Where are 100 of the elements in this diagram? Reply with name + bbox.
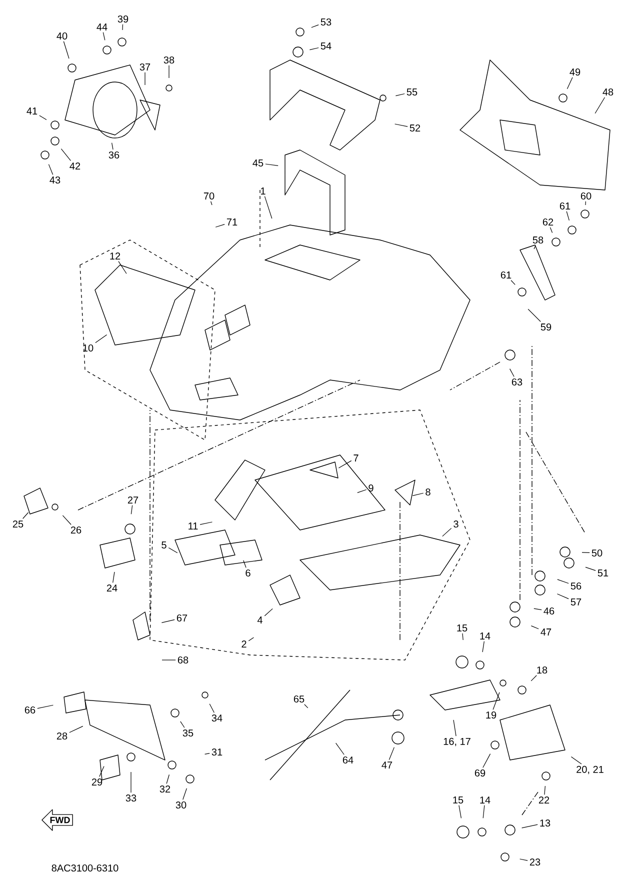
callout-number: 7	[354, 454, 358, 462]
callout-number: 49	[570, 68, 580, 76]
leader-line	[264, 196, 272, 219]
callout-number: 58	[532, 236, 544, 244]
callout-number: 61	[560, 202, 570, 210]
callout-number: 12	[110, 252, 120, 260]
callout-number: 62	[542, 218, 554, 226]
leader-line	[309, 47, 319, 50]
leader-line	[566, 211, 570, 221]
callout-number: 64	[342, 756, 354, 764]
leader-line	[180, 721, 185, 728]
leader-line	[215, 224, 225, 228]
callout-number: 56	[570, 582, 582, 590]
leader-line	[130, 772, 132, 793]
leader-line	[357, 489, 367, 493]
callout-number: 41	[26, 108, 38, 114]
callout-number: 44	[96, 24, 108, 30]
callout-number: 13	[540, 819, 550, 827]
leader-line	[522, 824, 538, 828]
callout-number: 26	[70, 526, 82, 534]
callout-number: 16, 17	[444, 738, 470, 746]
callout-number: 68	[178, 656, 188, 664]
callout-number: 24	[106, 584, 118, 592]
leader-line	[144, 72, 146, 86]
leader-line	[168, 547, 178, 554]
callout-number: 6	[246, 569, 250, 577]
callout-number: 27	[128, 496, 138, 504]
callout-number: 10	[83, 344, 94, 352]
leader-line	[394, 124, 408, 127]
leader-line	[22, 512, 29, 519]
callout-number: 19	[486, 711, 496, 719]
leader-line	[60, 148, 72, 161]
callout-number: 34	[212, 714, 222, 722]
callout-number: 31	[212, 748, 222, 756]
leader-line	[39, 115, 47, 120]
callout-number: 15	[453, 796, 464, 804]
callout-number: 33	[126, 794, 136, 802]
leader-line	[388, 747, 394, 760]
callout-number: 59	[540, 323, 552, 331]
leader-line	[510, 368, 514, 377]
callout-number: 35	[182, 729, 194, 737]
callout-number: 48	[602, 88, 614, 96]
leader-line	[161, 619, 175, 623]
callout-number: 39	[118, 15, 128, 23]
leader-line	[248, 637, 254, 642]
leader-line	[112, 142, 114, 150]
leader-line	[265, 164, 278, 166]
callout-number: 66	[24, 706, 36, 714]
callout-number: 51	[598, 570, 608, 576]
leader-line	[338, 460, 352, 468]
leader-line	[482, 805, 485, 818]
callout-number: 47	[382, 762, 392, 768]
callout-number: 61	[500, 271, 512, 279]
leader-line	[520, 858, 528, 861]
leader-line	[528, 308, 541, 322]
callout-number: 70	[204, 192, 214, 200]
leader-line	[482, 641, 484, 652]
callout-number: 53	[320, 18, 332, 26]
callout-number: 15	[457, 624, 468, 632]
leader-line	[412, 492, 424, 496]
callout-number: 1	[261, 188, 266, 194]
leader-line	[530, 626, 539, 630]
callout-number: 9	[368, 484, 374, 492]
leader-line	[311, 24, 319, 28]
leader-line	[63, 41, 70, 59]
callout-number: 8	[426, 488, 430, 496]
leader-line	[304, 704, 308, 708]
leader-line	[458, 805, 462, 818]
leader-line	[556, 594, 569, 600]
leader-line	[122, 24, 124, 30]
callout-number: 28	[56, 732, 68, 740]
callout-number: 50	[592, 549, 602, 557]
leader-line	[482, 754, 491, 768]
leader-line	[99, 766, 104, 777]
leader-line	[557, 579, 569, 584]
callout-number: 63	[512, 378, 522, 386]
leader-line	[534, 245, 536, 250]
leader-line	[442, 528, 452, 537]
leader-line	[166, 774, 170, 784]
leader-line	[200, 522, 212, 525]
leader-line	[243, 560, 246, 568]
leader-line	[168, 65, 170, 78]
callout-number: 47	[540, 628, 552, 636]
callout-number: 3	[454, 520, 458, 528]
leader-line	[69, 726, 84, 733]
callout-number: 57	[570, 598, 582, 606]
callout-number: 52	[410, 124, 420, 132]
leader-line	[48, 164, 54, 175]
leader-line	[582, 552, 590, 553]
leader-line	[118, 261, 127, 274]
leader-line	[453, 720, 456, 736]
callout-number: 46	[544, 607, 554, 615]
callout-number: 20, 21	[576, 766, 604, 774]
leader-line	[210, 201, 212, 206]
callout-number: 60	[580, 192, 592, 200]
leader-line	[95, 334, 108, 344]
leader-line	[182, 788, 187, 800]
callout-number: 65	[294, 695, 304, 703]
callout-number: 23	[530, 858, 540, 866]
leader-line	[594, 97, 606, 114]
